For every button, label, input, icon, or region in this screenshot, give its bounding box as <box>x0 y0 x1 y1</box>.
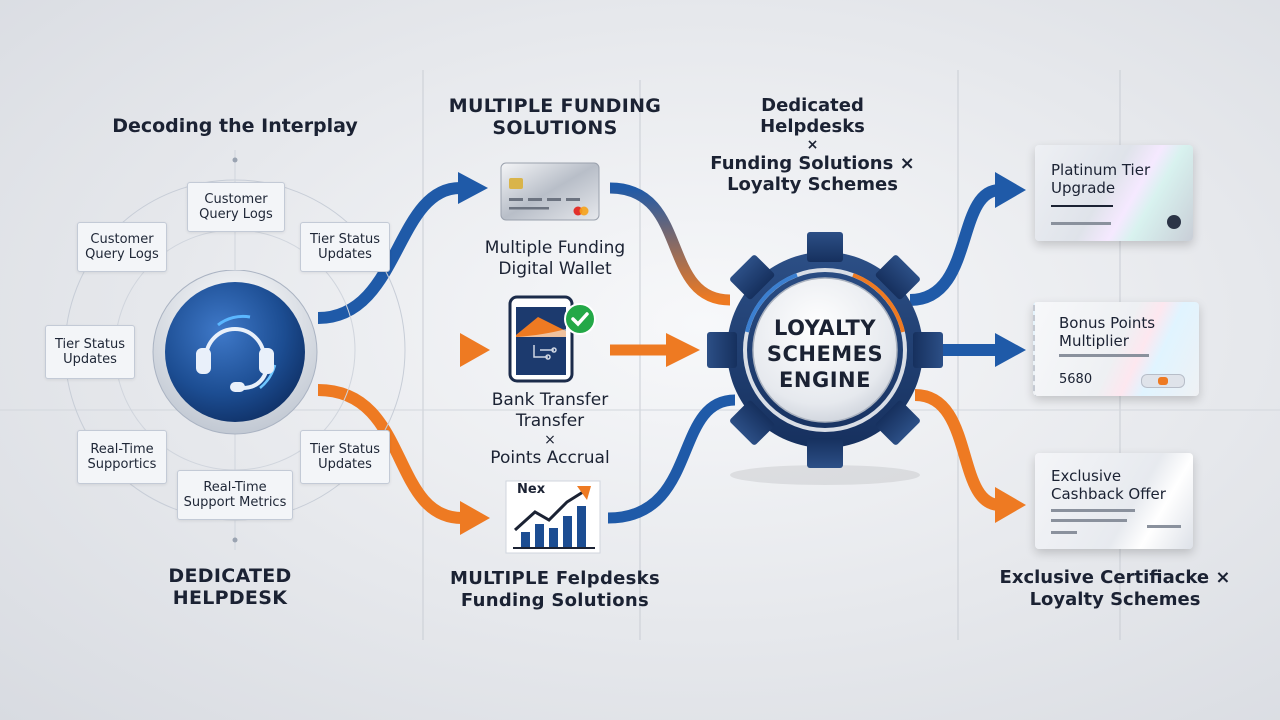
arrow-helpdesk-to-chart <box>317 384 463 524</box>
left-title: Decoding the Interplay <box>112 115 358 137</box>
arrow-head-phone <box>460 333 490 367</box>
card-chip-icon <box>509 178 523 189</box>
gear-icon <box>707 232 943 485</box>
credit-card <box>500 162 600 221</box>
arrow-card-to-engine <box>609 182 731 306</box>
card2-value: 5680 <box>1059 372 1093 387</box>
bank-transfer-label: Bank Transfer Transfer × Points Accrual <box>490 390 610 468</box>
headset-icon <box>196 327 274 392</box>
right-bottom-title: Exclusive Certifiacke ×Loyalty Schemes <box>999 567 1231 610</box>
arrow-helpdesk-to-card <box>317 182 461 324</box>
arrow-head-chart <box>460 501 490 535</box>
card1-badge-icon <box>1167 215 1181 229</box>
mobile-wallet-phone <box>508 295 596 383</box>
arrow-head-card <box>458 172 488 204</box>
engine-top-title: Dedicated Helpdesks × Funding Solutions … <box>710 95 915 195</box>
check-icon <box>564 303 596 335</box>
arrow-head-card3 <box>995 487 1026 523</box>
arrow-engine-to-card1 <box>909 184 1001 306</box>
arrow-head-engine <box>666 333 700 367</box>
arrow-head-card1 <box>995 172 1026 208</box>
arrow-chart-to-engine <box>607 394 736 524</box>
headset-orb <box>152 270 318 435</box>
arrow-engine-to-card3 <box>914 389 1001 511</box>
arrow-head-card2 <box>995 333 1026 367</box>
engine-label: LOYALTY SCHEMES ENGINE <box>766 316 884 392</box>
card2-toggle <box>1141 374 1185 388</box>
chart-label: Nex <box>517 482 546 497</box>
growth-chart-icon: Nex <box>505 480 601 554</box>
